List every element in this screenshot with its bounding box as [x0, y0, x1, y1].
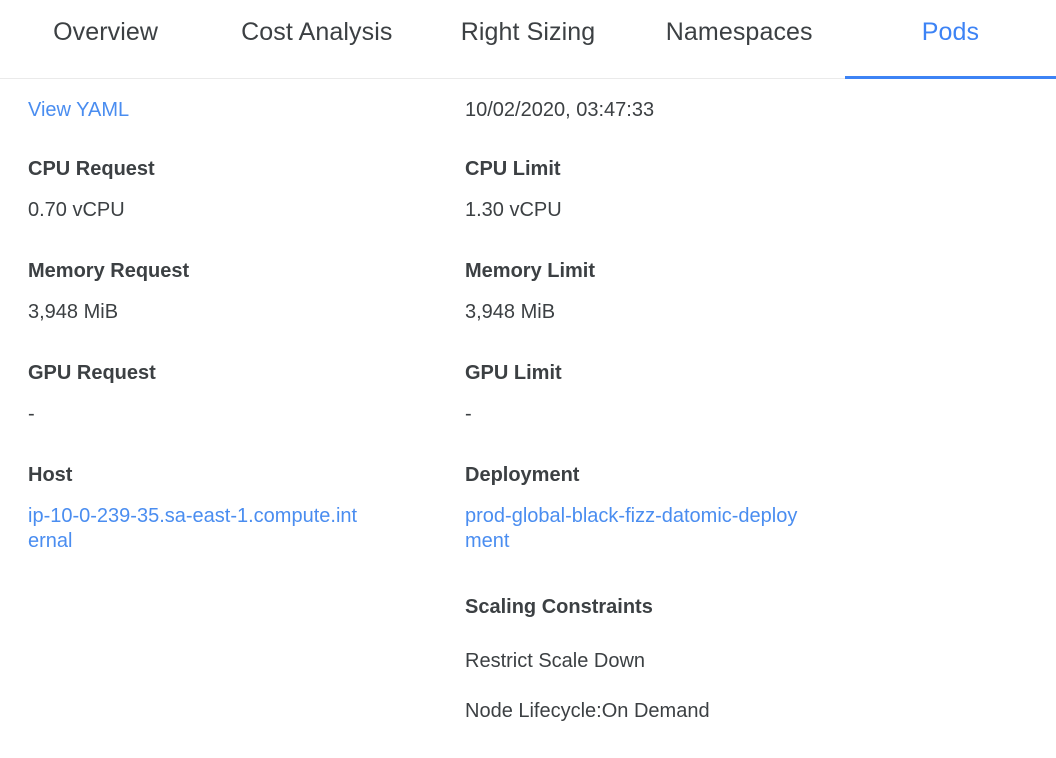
gpu-request-value: - [28, 403, 35, 425]
gpu-limit-value: - [465, 403, 472, 425]
tab-pods[interactable]: Pods [844, 0, 1056, 79]
gpu-request-label: GPU Request [28, 362, 156, 384]
tab-overview[interactable]: Overview [0, 0, 211, 79]
scaling-constraints-label: Scaling Constraints [465, 596, 653, 618]
deployment-link[interactable]: prod-global-black-fizz-datomic-deploymen… [465, 505, 798, 552]
view-yaml-link[interactable]: View YAML [28, 99, 130, 121]
tab-overview-label: Overview [53, 18, 159, 46]
tab-namespaces[interactable]: Namespaces [634, 0, 845, 79]
field-deployment: Deployment prod-global-black-fizz-datomi… [465, 463, 805, 554]
scaling-constraint-item: Restrict Scale Down [465, 650, 646, 672]
cpu-request-label: CPU Request [28, 158, 155, 180]
field-gpu-limit: GPU Limit - [465, 361, 562, 427]
memory-request-value: 3,948 MiB [28, 301, 119, 323]
deployment-label: Deployment [465, 464, 580, 486]
field-memory-limit: Memory Limit 3,948 MiB [465, 259, 595, 325]
tab-pods-label: Pods [921, 18, 980, 46]
pod-detail-panel: View YAML CPU Request 0.70 vCPU Memory R… [0, 79, 1056, 758]
tab-right-sizing[interactable]: Right Sizing [422, 0, 633, 79]
memory-request-label: Memory Request [28, 260, 190, 282]
memory-limit-value: 3,948 MiB [465, 301, 556, 323]
field-cpu-request: CPU Request 0.70 vCPU [28, 157, 155, 223]
gpu-limit-label: GPU Limit [465, 362, 562, 384]
field-host: Host ip-10-0-239-35.sa-east-1.compute.in… [28, 463, 368, 554]
field-cpu-limit: CPU Limit 1.30 vCPU [465, 157, 562, 223]
cpu-request-value: 0.70 vCPU [28, 199, 125, 221]
memory-limit-label: Memory Limit [465, 260, 596, 282]
tab-right-sizing-label: Right Sizing [460, 18, 596, 46]
timestamp-value: 10/02/2020, 03:47:33 [465, 99, 655, 121]
field-timestamp: 10/02/2020, 03:47:33 [465, 98, 654, 123]
field-memory-request: Memory Request 3,948 MiB [28, 259, 189, 325]
cpu-limit-value: 1.30 vCPU [465, 199, 562, 221]
host-label: Host [28, 464, 73, 486]
field-view-yaml: View YAML [28, 98, 129, 123]
tab-cost-analysis[interactable]: Cost Analysis [211, 0, 422, 79]
scaling-constraint-item: Node Lifecycle:On Demand [465, 700, 710, 722]
tab-namespaces-label: Namespaces [665, 18, 813, 46]
field-scaling-constraints: Scaling Constraints Restrict Scale Down … [465, 595, 710, 724]
field-gpu-request: GPU Request - [28, 361, 156, 427]
cpu-limit-label: CPU Limit [465, 158, 561, 180]
tab-bar: Overview Cost Analysis Right Sizing Name… [0, 0, 1056, 79]
active-tab-indicator [844, 76, 1056, 79]
host-link[interactable]: ip-10-0-239-35.sa-east-1.compute.interna… [28, 505, 358, 552]
tab-cost-analysis-label: Cost Analysis [241, 18, 393, 46]
